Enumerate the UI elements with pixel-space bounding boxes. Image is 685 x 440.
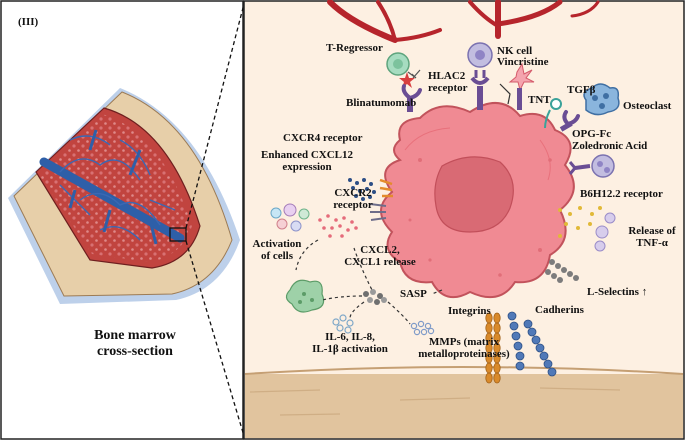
tnt-icon — [508, 62, 535, 110]
cxcl2-line-2: CXCL1 release — [344, 256, 416, 268]
label-cadherins: Cadherins — [535, 304, 584, 316]
hlac2-line-1: HLAC2 — [428, 70, 466, 82]
il-molecules-icon — [332, 314, 354, 334]
green-cell-icon — [285, 279, 325, 313]
activated-cells-icon — [270, 203, 310, 232]
tgfb-icon — [544, 98, 562, 129]
cxcr2-receptor-icon — [318, 203, 387, 238]
label-opg-fc: OPG-Fc Zoledronic Acid — [572, 128, 647, 152]
label-mmp: MMPs (matrix metalloproteinases) — [412, 336, 516, 360]
cxcl12-molecules — [348, 178, 376, 201]
cxcl12-line-2: expression — [282, 161, 332, 173]
label-cxcl12: Enhanced CXCL12 expression — [257, 149, 357, 173]
t-regressor-cell-icon — [386, 52, 421, 88]
activation-line-2: of cells — [260, 250, 294, 262]
il-line-2: IL-1β activation — [312, 343, 388, 355]
cxcr4-receptor-icon — [379, 178, 393, 198]
label-t-regressor: T-Regressor — [326, 42, 383, 54]
nucleus — [434, 156, 514, 233]
label-b6h12: B6H12.2 receptor — [580, 188, 663, 200]
activation-line-1: Activation — [252, 238, 302, 250]
pathway-arrows — [295, 239, 443, 325]
blood-vessels — [327, 0, 600, 43]
tnf-line-1: Release of — [628, 225, 676, 237]
vincristine-inhibit — [499, 83, 511, 105]
cxcl2-line-1: CXCL2, — [360, 244, 400, 256]
l-selectins-icon — [545, 259, 579, 283]
label-blinatumomab: Blinatumomab — [346, 97, 417, 109]
opg-fc-receptor-icon — [559, 110, 580, 132]
sasp-cluster-icon — [363, 289, 387, 305]
mmp-molecules-icon — [410, 320, 435, 336]
mmp-line-2: metalloproteinases) — [418, 348, 510, 360]
opg-line-2: Zoledronic Acid — [572, 140, 648, 152]
label-activation: Activation of cells — [247, 238, 307, 262]
opg-line-1: OPG-Fc — [572, 128, 612, 140]
zoom-box — [169, 227, 187, 242]
label-tgfb: TGFβ — [567, 84, 596, 96]
caption-line-1: Bone marrow — [94, 328, 176, 343]
il-line-1: IL-6, IL-8, — [325, 331, 375, 343]
cxcr2-line-2: receptor — [333, 199, 373, 211]
caption-line-2: cross-section — [97, 344, 173, 359]
cxcr2-line-1: CXCR2 — [334, 187, 372, 199]
label-cxcr4: CXCR4 receptor — [283, 132, 363, 144]
label-integrins: Integrins — [448, 305, 491, 317]
label-cxcr2: CXCR2 receptor — [328, 187, 378, 211]
zoom-line-bottom — [185, 240, 245, 437]
tnf-line-2: TNF-α — [636, 237, 668, 249]
osteoclast-icon — [583, 83, 620, 116]
tnf-alpha-molecules — [558, 206, 616, 252]
cadherins-icon — [507, 311, 557, 377]
bone-illustration — [8, 88, 240, 304]
integrins-icon — [485, 312, 501, 384]
panel-tag: (III) — [18, 16, 39, 28]
b6h12-receptor-icon — [568, 154, 615, 178]
label-vincristine: Vincristine — [497, 56, 549, 68]
bone-marrow-caption: Bone marrow cross-section — [60, 328, 210, 360]
label-tnt: TNT — [528, 94, 551, 106]
nk-cell-icon — [467, 42, 493, 110]
cxcl12-line-1: Enhanced CXCL12 — [261, 149, 353, 161]
label-sasp: SASP — [400, 288, 427, 300]
blinatumomab-icon — [401, 84, 422, 112]
mmp-line-1: MMPs (matrix — [429, 336, 499, 348]
label-cxcl2: CXCL2, CXCL1 release — [340, 244, 420, 268]
extracellular-floor — [245, 374, 683, 438]
label-osteoclast: Osteoclast — [623, 100, 672, 112]
label-l-selectins: L-Selectins ↑ — [587, 286, 648, 298]
hlac2-line-2: receptor — [428, 82, 468, 94]
label-hlac2: HLAC2 receptor — [428, 70, 468, 94]
label-il: IL-6, IL-8, IL-1β activation — [302, 331, 398, 355]
label-nk-cell: NK cell — [497, 45, 533, 57]
label-tnf: Release of TNF-α — [622, 225, 682, 249]
zoom-line-top — [185, 3, 245, 229]
tumor-cell — [380, 102, 575, 299]
